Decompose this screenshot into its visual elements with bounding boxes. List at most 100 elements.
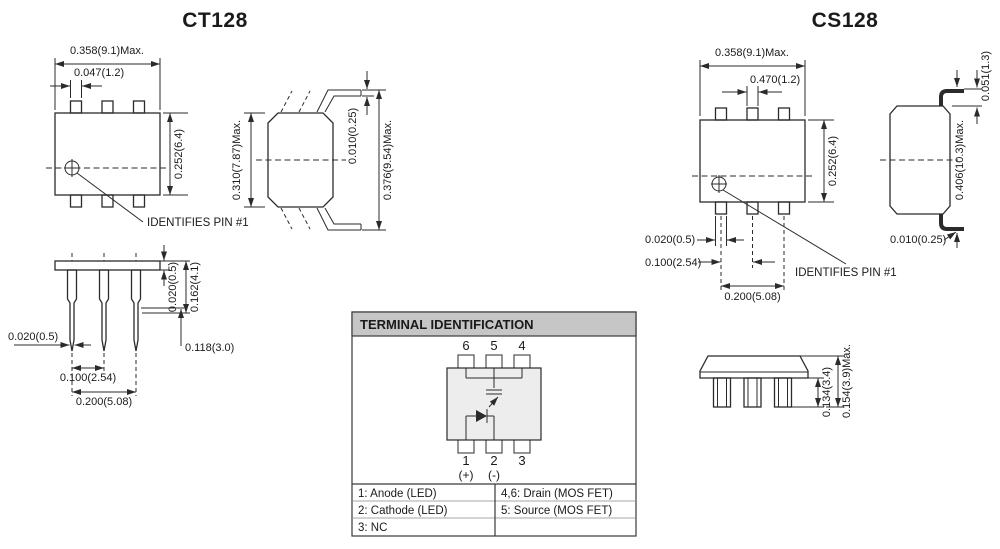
- dim-label: 0.010(0.25): [890, 234, 946, 246]
- pin-number: 3: [518, 453, 525, 468]
- ct128-side-view: 0.310(7.87)Max. 0.010(0.25) 0.376(9.54)M…: [231, 71, 394, 231]
- photon-arrow-icon: [488, 396, 499, 408]
- terminal-pad: [513, 439, 531, 454]
- dim-label: 0.047(1.2): [74, 67, 124, 79]
- dim-label: 0.100(2.54): [60, 372, 116, 384]
- pad: [712, 377, 732, 408]
- ct128-top-view: IDENTIFIES PIN #1 0.358(9.1)Max. 0.047(1…: [46, 45, 249, 229]
- pin: [132, 100, 146, 114]
- dim-lead-length: 0.162(4.1): [142, 260, 201, 314]
- legend-item: 5: Source (MOS FET): [501, 505, 612, 517]
- dim-label: 0.100(2.54): [645, 257, 701, 269]
- dim-label: 0.162(4.1): [189, 262, 201, 312]
- dim-label: 0.406(10.3)Max.: [954, 120, 966, 200]
- dim-label: 0.200(5.08): [724, 291, 780, 303]
- phantom-lead: [298, 90, 311, 113]
- dim-label: 0.154(3.9)Max.: [841, 344, 853, 418]
- dim-pin-width: 0.470(1.2): [722, 74, 800, 106]
- pin-number: 6: [462, 338, 469, 353]
- terminal-legend: 1: Anode (LED) 2: Cathode (LED) 3: NC 4,…: [352, 483, 636, 536]
- dim-label: 0.252(6.4): [173, 129, 185, 179]
- dim-lead-width: 0.020(0.5): [8, 331, 91, 348]
- pin-number: 1: [462, 453, 469, 468]
- dim-label: 0.010(0.25): [347, 108, 359, 164]
- lead: [324, 95, 361, 113]
- dim-pad-height: 0.134(3.4): [791, 367, 833, 417]
- pin: [98, 269, 110, 352]
- package-body: [54, 112, 161, 196]
- dim-body-width: 0.358(9.1)Max.: [54, 45, 161, 110]
- dim-label: 0.134(3.4): [821, 367, 833, 417]
- dim-label: 0.376(9.54)Max.: [382, 120, 394, 200]
- cs128-section: CS128 IDENTIFIES PIN #1 0.358(9.1)Max.: [645, 9, 992, 418]
- pin: [101, 100, 114, 114]
- phantom-lead: [280, 90, 293, 113]
- dim-label: 0.020(0.5): [645, 234, 695, 246]
- phantom-lead: [280, 207, 293, 230]
- pin-number: 5: [490, 338, 497, 353]
- dim-lead-thickness: 0.010(0.25): [890, 231, 957, 246]
- lead: [939, 89, 964, 106]
- dim-pin-width: 0.047(1.2): [50, 67, 124, 98]
- pin1-note: IDENTIFIES PIN #1: [147, 217, 249, 229]
- dim-label: 0.118(3.0): [185, 342, 234, 354]
- pin: [130, 269, 142, 352]
- dim-label: 0.020(0.5): [8, 331, 58, 343]
- package-body: [267, 112, 334, 208]
- polarity-minus: (-): [488, 468, 500, 482]
- lead: [316, 89, 361, 113]
- lead: [939, 214, 964, 231]
- pin: [69, 194, 83, 208]
- dim-label: 0.358(9.1)Max.: [715, 47, 789, 59]
- pad: [773, 377, 793, 408]
- dim-span: 0.200(5.08): [721, 283, 784, 303]
- terminal-pad: [513, 354, 531, 369]
- package-body: [699, 355, 809, 379]
- ct128-title: CT128: [182, 9, 248, 32]
- package-base: [54, 260, 161, 271]
- dim-label: 0.252(6.4): [827, 136, 839, 186]
- panel-header: [351, 311, 637, 337]
- pin1-note: IDENTIFIES PIN #1: [795, 267, 897, 279]
- terminal-pad: [457, 354, 475, 369]
- pin: [132, 194, 146, 208]
- polarity-plus: (+): [459, 468, 474, 482]
- ct128-front-view: 0.020(0.5) 0.020(0.5) 0.162(4.1) 0.: [8, 245, 234, 408]
- dim-lead-height: 0.051(1.3): [952, 51, 992, 124]
- leader-line: [76, 172, 144, 223]
- led-diode-icon: [476, 410, 487, 422]
- legend-item: 2: Cathode (LED): [358, 505, 448, 517]
- dim-lead-width: 0.020(0.5): [645, 216, 744, 246]
- dim-pitch: 0.100(2.54): [645, 257, 775, 269]
- dim-overall-height: 0.406(10.3)Max.: [954, 70, 966, 248]
- cs128-bottom-view: 0.134(3.4) 0.154(3.9)Max.: [699, 344, 853, 418]
- cs128-title: CS128: [812, 9, 879, 32]
- pin: [777, 201, 791, 215]
- dim-span: 0.200(5.08): [72, 389, 136, 408]
- pin-number: 4: [518, 338, 525, 353]
- legend-item: 3: NC: [358, 522, 387, 534]
- dim-body-height: 0.252(6.4): [808, 119, 839, 203]
- dim-label: 0.020(0.5): [167, 262, 179, 312]
- panel-title: TERMINAL IDENTIFICATION: [360, 317, 534, 332]
- dim-overall-height: 0.376(9.54)Max.: [362, 89, 394, 231]
- pin: [714, 201, 728, 215]
- dim-label: 0.358(9.1)Max.: [70, 45, 144, 57]
- dim-label: 0.310(7.87)Max.: [231, 120, 243, 200]
- terminal-pad: [485, 354, 503, 369]
- lead: [316, 207, 361, 231]
- legend-item: 1: Anode (LED): [358, 488, 437, 500]
- dim-pitch: 0.100(2.54): [60, 365, 116, 384]
- dim-shank-length: 0.118(3.0): [141, 307, 234, 354]
- dim-label: 0.470(1.2): [750, 74, 800, 86]
- legend-item: 4,6: Drain (MOS FET): [501, 488, 613, 500]
- pin: [746, 201, 759, 215]
- pin: [746, 107, 759, 121]
- terminal-pad: [457, 439, 475, 454]
- cs128-top-view: IDENTIFIES PIN #1 0.358(9.1)Max. 0.470(1…: [645, 47, 897, 303]
- phantom-lead: [298, 207, 311, 230]
- pin: [714, 107, 728, 121]
- dim-lead-thickness: 0.010(0.25): [347, 71, 374, 164]
- dim-body-width: 0.358(9.1)Max.: [699, 47, 806, 116]
